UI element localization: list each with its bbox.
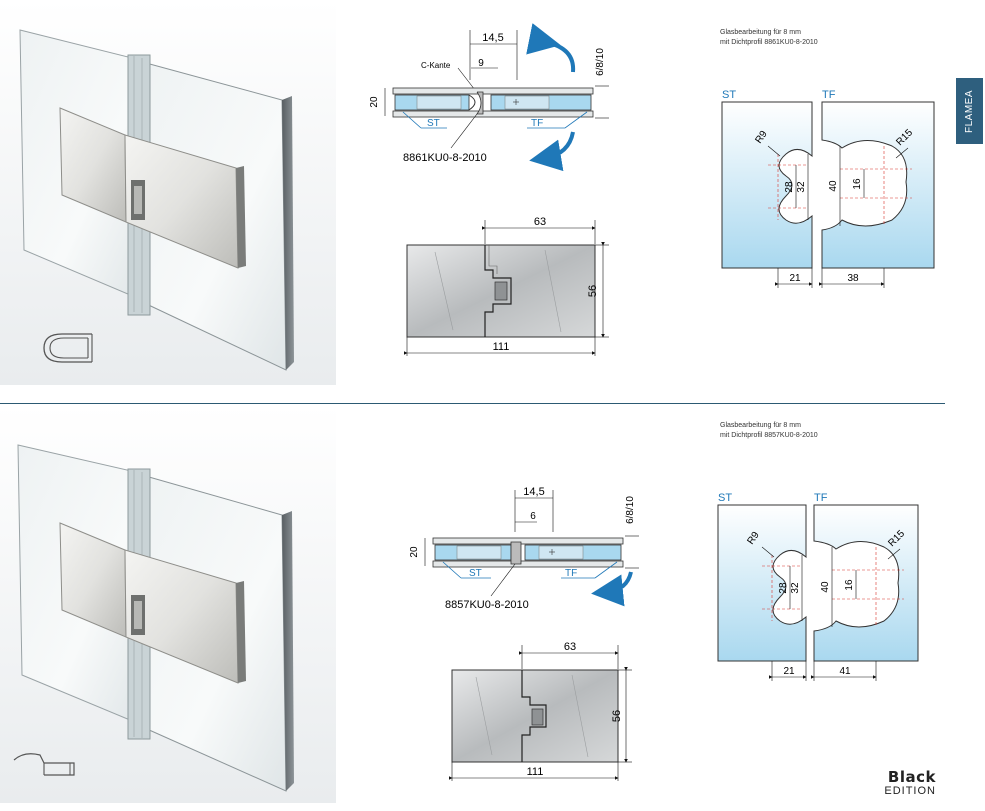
- dim-width-part: 63: [564, 641, 576, 653]
- dim-top: 14,5: [482, 32, 503, 44]
- note-line-1: Glasbearbeitung für 8 mm: [720, 29, 801, 36]
- rotation-arrow-up-icon: [526, 23, 576, 73]
- brand-line-2: EDITION: [884, 785, 936, 797]
- dim-top: 14,5: [523, 486, 544, 498]
- cutout-label-tf: TF: [822, 89, 836, 101]
- note-line-2: mit Dichtprofil 8857KU0-8-2010: [720, 432, 818, 439]
- cross-section-drawing: 14,5 6 20 6/8/10 ST TF 8857KU0-8-2010: [409, 486, 639, 611]
- label-st: ST: [469, 568, 482, 579]
- dim-28: 28: [778, 582, 789, 594]
- product-photo: [0, 0, 336, 385]
- part-number: 8857KU0-8-2010: [445, 599, 529, 611]
- label-c-kante: C-Kante: [421, 61, 451, 70]
- side-tab[interactable]: FLAMEA: [956, 78, 983, 144]
- dim-bottom-right: 38: [847, 273, 859, 284]
- dim-16: 16: [852, 178, 863, 190]
- dim-right: 6/8/10: [625, 496, 636, 524]
- label-tf: TF: [565, 568, 577, 579]
- rotation-arrow-down-icon: [591, 571, 633, 607]
- dim-width-total: 111: [493, 341, 510, 353]
- glass-note: Glasbearbeitung für 8 mm mit Dichtprofil…: [720, 28, 818, 48]
- glass-note: Glasbearbeitung für 8 mm mit Dichtprofil…: [720, 421, 818, 441]
- rotation-arrow-down-icon: [529, 131, 575, 172]
- product-photo: [0, 405, 336, 803]
- note-line-2: mit Dichtprofil 8861KU0-8-2010: [720, 39, 818, 46]
- dim-height: 56: [611, 710, 623, 722]
- part-number: 8861KU0-8-2010: [403, 152, 487, 164]
- dim-32: 32: [796, 181, 807, 193]
- label-tf: TF: [531, 118, 543, 129]
- dim-inner: 9: [478, 58, 484, 69]
- dim-height: 56: [587, 285, 599, 297]
- cutout-label-st: ST: [718, 492, 732, 504]
- dim-right: 6/8/10: [595, 48, 606, 76]
- dim-40: 40: [828, 180, 839, 192]
- section-divider: [0, 403, 945, 404]
- dim-bottom-left: 21: [789, 273, 801, 284]
- dim-width-total: 111: [527, 766, 544, 778]
- dim-inner: 6: [530, 511, 536, 522]
- glass-cutout-drawing: ST TF 28 32 40 16 R9 R15: [721, 89, 935, 288]
- dim-bottom-left: 21: [783, 666, 795, 677]
- dim-40: 40: [820, 581, 831, 593]
- black-edition-logo: Black EDITION: [866, 770, 936, 800]
- hinge-section-2: 14,5 6 20 6/8/10 ST TF 8857KU0-8-2010: [0, 405, 985, 811]
- brand-line-1: Black: [887, 768, 936, 786]
- dim-left: 20: [409, 546, 420, 558]
- dim-left: 20: [369, 96, 380, 108]
- hinge-section-1: 14,5 9 C-Kante 20 6/8/10: [0, 0, 985, 400]
- cutout-label-tf: TF: [814, 492, 828, 504]
- dim-28: 28: [784, 181, 795, 193]
- cutout-label-st: ST: [722, 89, 736, 101]
- front-view-drawing: 63 56 111: [449, 641, 632, 781]
- note-line-1: Glasbearbeitung für 8 mm: [720, 422, 801, 429]
- front-view-drawing: 63 56 111: [404, 216, 609, 356]
- dim-bottom-right: 41: [839, 666, 851, 677]
- cross-section-drawing: 14,5 9 C-Kante 20 6/8/10: [369, 23, 609, 172]
- dim-32: 32: [790, 582, 801, 594]
- dim-width-part: 63: [534, 216, 546, 228]
- label-st: ST: [427, 118, 440, 129]
- glass-cutout-drawing: ST TF 28 32 40 16 R9 R15 21: [717, 492, 919, 681]
- dim-16: 16: [844, 579, 855, 591]
